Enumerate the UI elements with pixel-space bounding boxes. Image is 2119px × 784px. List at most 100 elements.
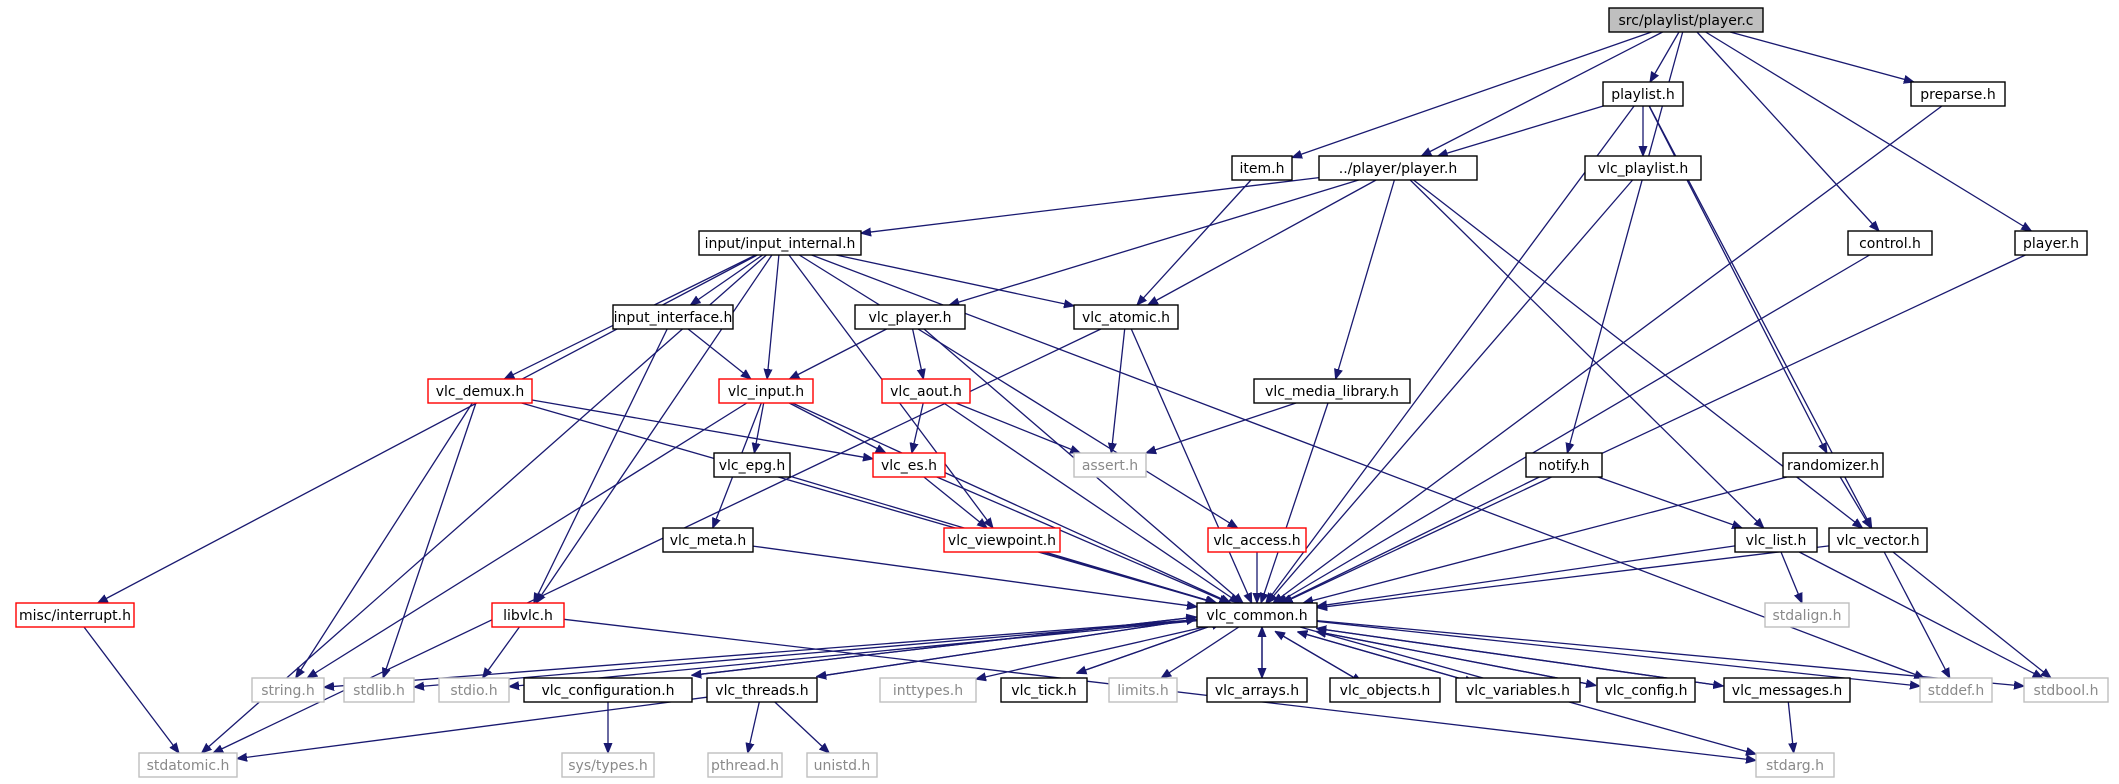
node-box <box>1734 527 1818 553</box>
edge-input_interface_h-to-libvlc_h <box>534 328 668 603</box>
node-vlc-variables-h[interactable]: vlc_variables.h <box>1455 677 1581 703</box>
node-label: vlc_list.h <box>1746 533 1807 549</box>
edge-root-to-item_h <box>1292 31 1652 158</box>
node-vlc-configuration-h[interactable]: vlc_configuration.h <box>523 677 693 703</box>
edge-vlc_demux_h-to-stdlib_h <box>383 402 477 678</box>
node-vlc-aout-h[interactable]: vlc_aout.h <box>881 378 971 404</box>
node-label: notify.h <box>1538 458 1589 474</box>
node-vlc-viewpoint-h[interactable]: vlc_viewpoint.h <box>943 527 1061 553</box>
edge-vlc_common_h-to-stddef_h <box>1316 620 1920 686</box>
edge-misc_interrupt_h-to-stdatomic_h <box>83 626 179 753</box>
node-box <box>1608 7 1764 33</box>
node-input-interface-h[interactable]: input_interface.h <box>612 304 734 330</box>
node-randomizer-h[interactable]: randomizer.h <box>1782 452 1884 478</box>
node-label: stdalign.h <box>1772 608 1841 624</box>
node-box <box>491 602 565 628</box>
node-root[interactable]: src/playlist/player.c <box>1608 7 1764 33</box>
edge-vlc_demux_h-to-vlc_es_h <box>531 399 873 459</box>
node-vlc-es-h[interactable]: vlc_es.h <box>872 452 946 478</box>
edge-vlc_viewpoint_h-to-vlc_common_h <box>1042 551 1216 603</box>
node-box <box>138 752 238 778</box>
node-playlist-h[interactable]: playlist.h <box>1602 81 1684 107</box>
node-vlc-playlist-h[interactable]: vlc_playlist.h <box>1584 155 1702 181</box>
node-vlc-epg-h[interactable]: vlc_epg.h <box>713 452 791 478</box>
node-label: vlc_access.h <box>1213 533 1300 549</box>
edge-vlc_media_library_h-to-vlc_common_h <box>1261 402 1329 603</box>
node-label: vlc_media_library.h <box>1265 384 1399 400</box>
edge-preparse_h-to-vlc_common_h <box>1273 105 1943 603</box>
node-libvlc-h[interactable]: libvlc.h <box>491 602 565 628</box>
node-box <box>698 230 862 256</box>
edge-player_player_h-to-vlc_vector_h <box>1413 179 1863 528</box>
node-label: vlc_variables.h <box>1466 683 1570 699</box>
node-vlc-atomic-h[interactable]: vlc_atomic.h <box>1073 304 1179 330</box>
node-vlc-config-h[interactable]: vlc_config.h <box>1596 677 1696 703</box>
node-control-h[interactable]: control.h <box>1847 230 1933 256</box>
node-box <box>251 677 325 703</box>
node-label: vlc_threads.h <box>715 683 808 699</box>
edge-vlc_vector_h-to-vlc_common_h <box>1317 545 1830 608</box>
node-vlc-tick-h[interactable]: vlc_tick.h <box>1000 677 1088 703</box>
node-vlc-arrays-h[interactable]: vlc_arrays.h <box>1206 677 1308 703</box>
node-misc-interrupt-h[interactable]: misc/interrupt.h <box>15 602 135 628</box>
node-vlc-vector-h[interactable]: vlc_vector.h <box>1828 527 1928 553</box>
node-box <box>872 452 946 478</box>
node-notify-h[interactable]: notify.h <box>1525 452 1603 478</box>
edge-vlc_vector_h-to-stddef_h <box>1883 551 1950 678</box>
node-player-h[interactable]: player.h <box>2014 230 2088 256</box>
node-label: vlc_meta.h <box>670 533 747 549</box>
node-label: vlc_es.h <box>881 458 937 474</box>
node-box <box>523 677 693 703</box>
node-vlc-input-h[interactable]: vlc_input.h <box>718 378 814 404</box>
node-box <box>1910 81 2006 107</box>
edge-vlc_configuration_h-to-vlc_common_h <box>691 617 1196 676</box>
node-box <box>879 677 977 703</box>
edge-vlc_aout_h-to-vlc_common_h <box>943 402 1240 603</box>
edge-vlc_aout_h-to-assert_h <box>955 402 1080 454</box>
edge-vlc_messages_h-to-stdarg_h <box>1787 701 1793 753</box>
edge-vlc_threads_h-to-pthread_h <box>748 701 760 753</box>
edge-vlc_list_h-to-stdbool_h <box>1798 551 2043 678</box>
node-string-h: string.h <box>251 677 325 703</box>
edge-layer <box>83 31 2051 760</box>
node-vlc-access-h[interactable]: vlc_access.h <box>1207 527 1307 553</box>
node-item-h[interactable]: item.h <box>1231 155 1293 181</box>
node-label: vlc_player.h <box>869 310 952 326</box>
node-vlc-list-h[interactable]: vlc_list.h <box>1734 527 1818 553</box>
edge-root-to-control_h <box>1696 31 1879 231</box>
edge-vlc_input_h-to-string_h <box>307 402 748 678</box>
node-label: vlc_input.h <box>728 384 804 400</box>
node-box <box>1231 155 1293 181</box>
edge-player_h-to-vlc_common_h <box>1283 254 2026 604</box>
node-box <box>1723 677 1851 703</box>
edge-vlc_input_h-to-vlc_es_h <box>788 402 886 453</box>
node-player-player-h[interactable]: ../player/player.h <box>1318 155 1478 181</box>
node-vlc-common-h[interactable]: vlc_common.h <box>1196 602 1318 628</box>
node-label: vlc_config.h <box>1604 683 1687 699</box>
node-label: vlc_objects.h <box>1340 683 1431 699</box>
node-box <box>881 378 971 404</box>
node-label: stdlib.h <box>353 683 405 699</box>
node-preparse-h[interactable]: preparse.h <box>1910 81 2006 107</box>
edge-playlist_h-to-player_player_h <box>1438 105 1604 156</box>
node-vlc-player-h[interactable]: vlc_player.h <box>854 304 966 330</box>
edge-vlc_common_h-to-stdio_h <box>509 620 1198 687</box>
node-label: vlc_playlist.h <box>1598 161 1688 177</box>
node-vlc-media-library-h[interactable]: vlc_media_library.h <box>1253 378 1411 404</box>
node-box <box>2023 677 2109 703</box>
node-vlc-meta-h[interactable]: vlc_meta.h <box>662 527 754 553</box>
node-vlc-demux-h[interactable]: vlc_demux.h <box>427 378 533 404</box>
node-vlc-objects-h[interactable]: vlc_objects.h <box>1329 677 1441 703</box>
node-assert-h: assert.h <box>1073 452 1147 478</box>
edge-randomizer_h-to-vlc_common_h <box>1303 476 1788 603</box>
node-vlc-threads-h[interactable]: vlc_threads.h <box>706 677 818 703</box>
node-vlc-messages-h[interactable]: vlc_messages.h <box>1723 677 1851 703</box>
node-box <box>1108 677 1178 703</box>
node-input-internal-h[interactable]: input/input_internal.h <box>698 230 862 256</box>
edge-notify_h-to-vlc_common_h <box>1282 476 1540 603</box>
node-box <box>1847 230 1933 256</box>
node-stddef-h: stddef.h <box>1919 677 1993 703</box>
edge-vlc_atomic_h-to-stdatomic_h <box>213 328 1102 754</box>
node-layer: src/playlist/player.c playlist.h preparse.… <box>15 7 2109 778</box>
node-label: pthread.h <box>711 758 779 774</box>
